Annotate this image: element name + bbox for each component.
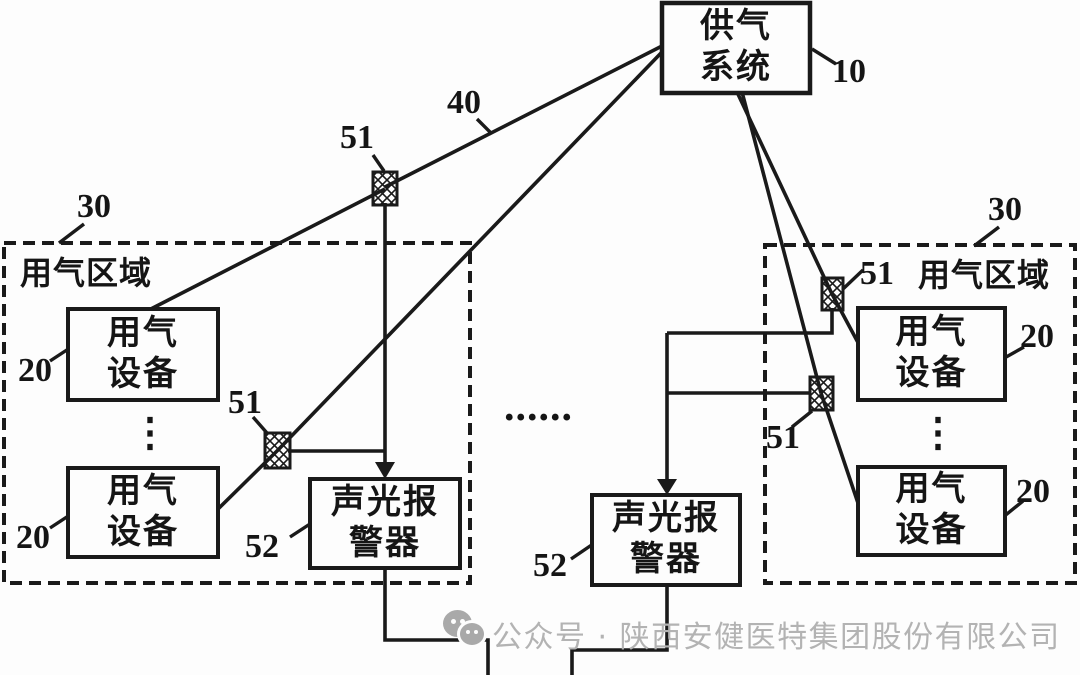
leader-ref-40 (475, 117, 494, 136)
pipeline-right-valve-bottom-to-device2 (819, 392, 864, 516)
supply-system-box (659, 0, 813, 96)
device-label-line2: 设备 (107, 513, 179, 551)
wechat-eye (460, 619, 465, 624)
alarm-label-line2: 警器 (630, 541, 702, 578)
pipeline-supply-to-right-valve-top (735, 91, 834, 295)
leader-ref-51-left1 (371, 154, 386, 172)
wechat-eye (474, 630, 478, 634)
valve-symbol-right-top (820, 276, 845, 312)
leader-ref-10 (811, 47, 837, 66)
leader-ref-30-left (57, 222, 86, 245)
ref-label-51-left2: 51 (228, 384, 262, 421)
device-left-1-label: 用气 设备 (68, 309, 218, 400)
ref-label-30-left: 30 (77, 188, 111, 225)
alarm-center-label: 声光报 警器 (592, 495, 740, 585)
device-list-ellipsis-left: ⋮ (130, 410, 170, 455)
device-box-right-2 (856, 465, 1007, 557)
device-box-left-1 (66, 307, 220, 402)
device-box-left-2 (66, 466, 220, 559)
leader-ref-30-right (972, 225, 1001, 248)
leader-ref-51-right2 (790, 409, 814, 429)
ref-label-51-right2: 51 (766, 419, 800, 456)
valve-symbol-right-bottom (808, 375, 835, 412)
ref-label-40: 40 (447, 84, 481, 121)
valve-symbol-left-bottom (263, 431, 292, 470)
wechat-eye (466, 630, 470, 634)
gas-area-left-boundary (2, 241, 472, 585)
device-label-line1: 用气 (895, 314, 968, 352)
signal-right-valve-top-jog (667, 308, 834, 335)
gas-area-right-title: 用气区域 (918, 257, 1051, 293)
gas-area-left-title: 用气区域 (20, 255, 153, 291)
device-right-2-label: 用气 设备 (858, 467, 1005, 555)
device-label-line1: 用气 (895, 471, 968, 509)
ref-label-10: 10 (832, 53, 866, 90)
alarm-box-center (590, 493, 742, 587)
device-label-line1: 用气 (107, 314, 179, 352)
pipeline-supply-to-left-valve-bottom (276, 50, 664, 452)
alarm-left-label: 声光报 警器 (310, 479, 460, 568)
wechat-official-account-icon (443, 610, 493, 654)
supply-system-label-line1: 供气 (700, 8, 772, 46)
ref-label-20-left1: 20 (18, 352, 52, 389)
alarm-label-line2: 警器 (349, 524, 421, 562)
arrow-into-center-alarm (657, 479, 677, 495)
pipeline-left-valve-top-to-device1 (142, 187, 386, 315)
ref-label-30-right: 30 (988, 191, 1022, 228)
device-left-2-label: 用气 设备 (68, 468, 218, 557)
device-right-1-label: 用气 设备 (858, 308, 1005, 400)
ref-label-51-right1: 51 (860, 255, 894, 292)
arrow-into-left-alarm (375, 462, 395, 479)
device-list-ellipsis-right: ⋮ (918, 410, 958, 455)
device-label-line1: 用气 (107, 472, 179, 510)
gas-area-right-boundary (763, 243, 1077, 585)
wechat-eye (451, 619, 456, 624)
device-label-line2: 设备 (895, 355, 968, 392)
ref-label-20-right2: 20 (1016, 473, 1050, 510)
pipeline-supply-to-left-valve-top (384, 44, 663, 189)
area-list-ellipsis: ...... (504, 384, 573, 430)
device-label-line2: 设备 (895, 512, 968, 549)
ref-label-52-center: 52 (533, 547, 567, 584)
valve-symbol-left-top (371, 170, 399, 207)
alarm-label-line1: 声光报 (331, 483, 439, 521)
supply-system-label: 供气 系统 (662, 3, 810, 93)
alarm-center-output-line (570, 583, 669, 675)
ref-label-20-left2: 20 (16, 519, 50, 556)
ref-label-52-left: 52 (245, 528, 279, 565)
wechat-bubble-small (460, 623, 484, 645)
alarm-left-output-line (383, 566, 490, 675)
device-box-right-1 (856, 306, 1007, 402)
leader-ref-51-left2 (251, 415, 269, 435)
alarm-box-left (308, 477, 462, 570)
watermark-text: 公众号 · 陕西安健医特集团股份有限公司 (492, 620, 1061, 655)
device-label-line2: 设备 (107, 355, 179, 393)
ref-label-20-right1: 20 (1020, 318, 1054, 355)
leader-ref-51-right1 (841, 268, 865, 291)
pipeline-supply-to-right-valve-bottom (740, 91, 823, 394)
alarm-label-line1: 声光报 (612, 500, 720, 538)
supply-system-label-line2: 系统 (700, 49, 772, 86)
ref-label-51-left1: 51 (340, 119, 374, 156)
